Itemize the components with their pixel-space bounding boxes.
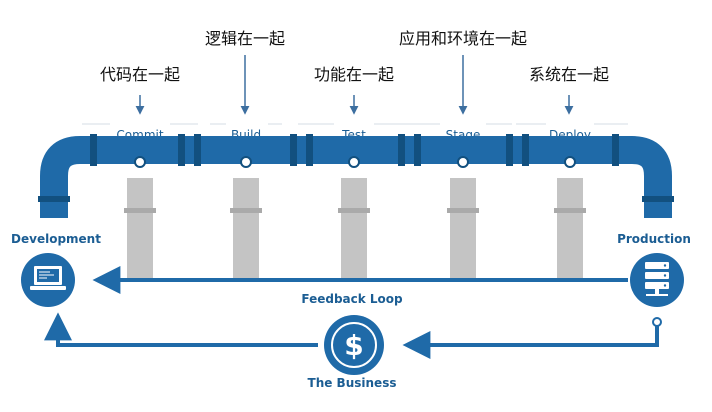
server-icon xyxy=(645,262,669,296)
caption-commit: 代码在一起 xyxy=(100,65,180,84)
laptop-icon xyxy=(30,266,66,290)
feedback-loop-label: Feedback Loop xyxy=(301,292,403,306)
pipeline-couplings xyxy=(38,134,674,202)
caption-stage: 应用和环境在一起 xyxy=(399,29,527,48)
production-label: Production xyxy=(617,232,691,246)
development-label: Development xyxy=(11,232,101,246)
caption-test: 功能在一起 xyxy=(314,65,394,84)
production-connector-dot xyxy=(652,317,662,327)
business-node: $ xyxy=(324,315,384,375)
dollar-icon: $ xyxy=(344,329,363,362)
business-to-development-line xyxy=(44,312,318,347)
support-joints xyxy=(124,208,586,213)
production-node xyxy=(630,253,684,307)
development-node xyxy=(21,253,75,307)
pipeline-valves xyxy=(134,156,576,168)
pipeline xyxy=(40,136,672,218)
support-columns xyxy=(127,178,583,280)
business-label: The Business xyxy=(308,376,397,390)
caption-build: 逻辑在一起 xyxy=(205,29,285,48)
production-to-business-line xyxy=(402,320,659,359)
caption-deploy: 系统在一起 xyxy=(529,65,609,84)
